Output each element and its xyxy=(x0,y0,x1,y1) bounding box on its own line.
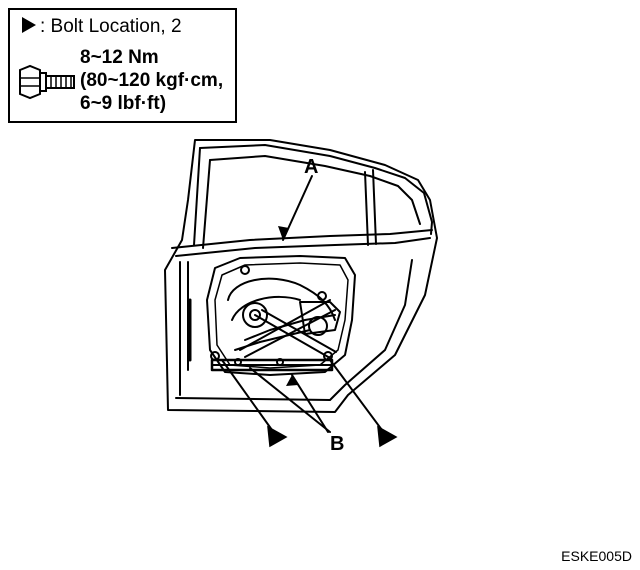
arrow-b xyxy=(286,375,298,386)
window-frame-outer xyxy=(199,144,433,235)
bolt-location-legend: : Bolt Location, 2 xyxy=(22,16,182,38)
door-outline xyxy=(164,139,438,413)
arrow-a xyxy=(278,226,289,240)
bolt-marker-left-icon xyxy=(267,425,288,448)
bolt-location-text: : Bolt Location, 2 xyxy=(40,16,182,37)
leader-b-right xyxy=(249,367,331,433)
leader-bolt-left xyxy=(221,359,273,431)
torque-nm: 8~12 Nm xyxy=(80,47,159,68)
torque-lbf: 6~9 lbf·ft) xyxy=(80,93,167,114)
callout-a: A xyxy=(304,156,319,178)
callout-b: B xyxy=(330,433,345,455)
bolt-icon xyxy=(19,64,75,100)
rear-sash xyxy=(364,171,369,246)
service-hole xyxy=(206,255,356,376)
bolt-marker-right-icon xyxy=(377,425,398,448)
window-frame-inner xyxy=(209,155,421,225)
leader-bolt-right xyxy=(329,359,383,431)
leader-b-left xyxy=(291,374,329,433)
legend-box: : Bolt Location, 2 8~12 Nm (80~120 kgf·c… xyxy=(8,8,237,123)
torque-spec: 8~12 Nm (80~120 kgf·cm, 6~9 lbf·ft) xyxy=(80,46,223,115)
bolt-marker-icon xyxy=(22,17,36,33)
figure-code: ESKE005D xyxy=(561,548,632,564)
belt-line xyxy=(171,229,433,249)
torque-kgf: (80~120 kgf·cm, xyxy=(80,70,224,91)
